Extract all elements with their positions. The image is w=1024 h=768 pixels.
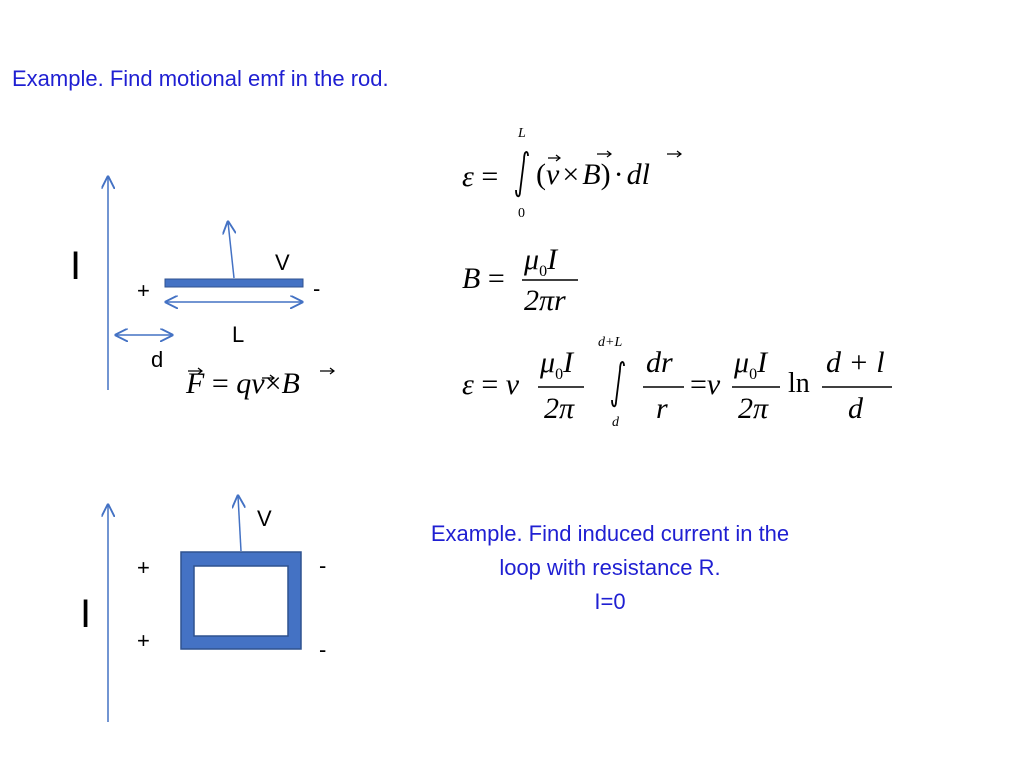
minus-label-rod: -: [313, 276, 321, 301]
symbol-epsilon: ε: [462, 160, 474, 193]
equation-emf-integral: ε =: [462, 160, 498, 194]
minus-label-loop-bottom: -: [319, 637, 327, 662]
symbol-F: F: [186, 367, 205, 400]
emf-result-lhs: ε = v: [462, 368, 520, 401]
integral-lower-limit-2: d: [612, 415, 619, 430]
title-loop-line2: loop with resistance R.: [499, 555, 721, 580]
emf-result-denominator-r: r: [656, 392, 668, 425]
symbol-equals: =: [481, 160, 499, 193]
integral-upper-limit-1: L: [518, 126, 526, 141]
title-loop-example: Example. Find induced current in the loo…: [380, 517, 840, 619]
symbol-equals: =: [211, 367, 229, 400]
integral-upper-limit-2: d+L: [598, 335, 623, 350]
integral-sign-1: [515, 151, 529, 198]
loop: [180, 551, 302, 650]
emf-result-denominator-log: d: [848, 392, 863, 425]
current-label-rod: I: [70, 244, 82, 288]
integral-sign-2: [611, 361, 625, 408]
velocity-label-rod: V: [275, 250, 290, 275]
emf-result-numerator-log: d + l: [826, 346, 885, 379]
vector-arrows: [188, 150, 682, 382]
field-numerator: μ0I: [524, 243, 558, 280]
equation-field: B =: [462, 262, 505, 295]
distance-label: d: [151, 347, 164, 372]
title-loop-line1: Example. Find induced current in the: [430, 521, 790, 546]
velocity-arrow-loop: [238, 496, 241, 552]
field-denominator: 2πr: [524, 284, 566, 317]
plus-label-loop-bottom: +: [137, 628, 150, 653]
velocity-label-loop: V: [257, 506, 272, 531]
integrand-emf: (v×B)·dl: [536, 158, 650, 191]
title-rod-example: Example. Find motional emf in the rod.: [12, 66, 389, 91]
emf-result-numerator-dr: dr: [646, 346, 673, 379]
velocity-arrow-rod: [228, 222, 234, 279]
current-label-loop: I: [80, 592, 92, 636]
integral-lower-limit-1: 0: [518, 206, 525, 221]
rod: [164, 278, 304, 288]
emf-result-denominator-1: 2π: [544, 392, 575, 425]
plus-label-loop-top: +: [137, 555, 150, 580]
emf-result-middle: =v: [690, 368, 721, 401]
length-label: L: [232, 322, 245, 347]
symbol-B: B: [281, 367, 300, 400]
symbol-q: q: [236, 367, 252, 400]
equation-lorentz-force: F = qv×B: [186, 367, 300, 401]
emf-result-ln: ln: [788, 368, 810, 399]
minus-label-loop-top: -: [319, 553, 327, 578]
plus-label-rod: +: [137, 278, 150, 303]
emf-result-numerator-2: μ0I: [734, 346, 768, 383]
emf-result-numerator-1: μ0I: [540, 346, 574, 383]
loop-answer: I=0: [594, 589, 626, 614]
symbol-v: v: [251, 367, 265, 400]
emf-result-denominator-2: 2π: [738, 392, 769, 425]
symbol-times: ×: [264, 367, 282, 400]
